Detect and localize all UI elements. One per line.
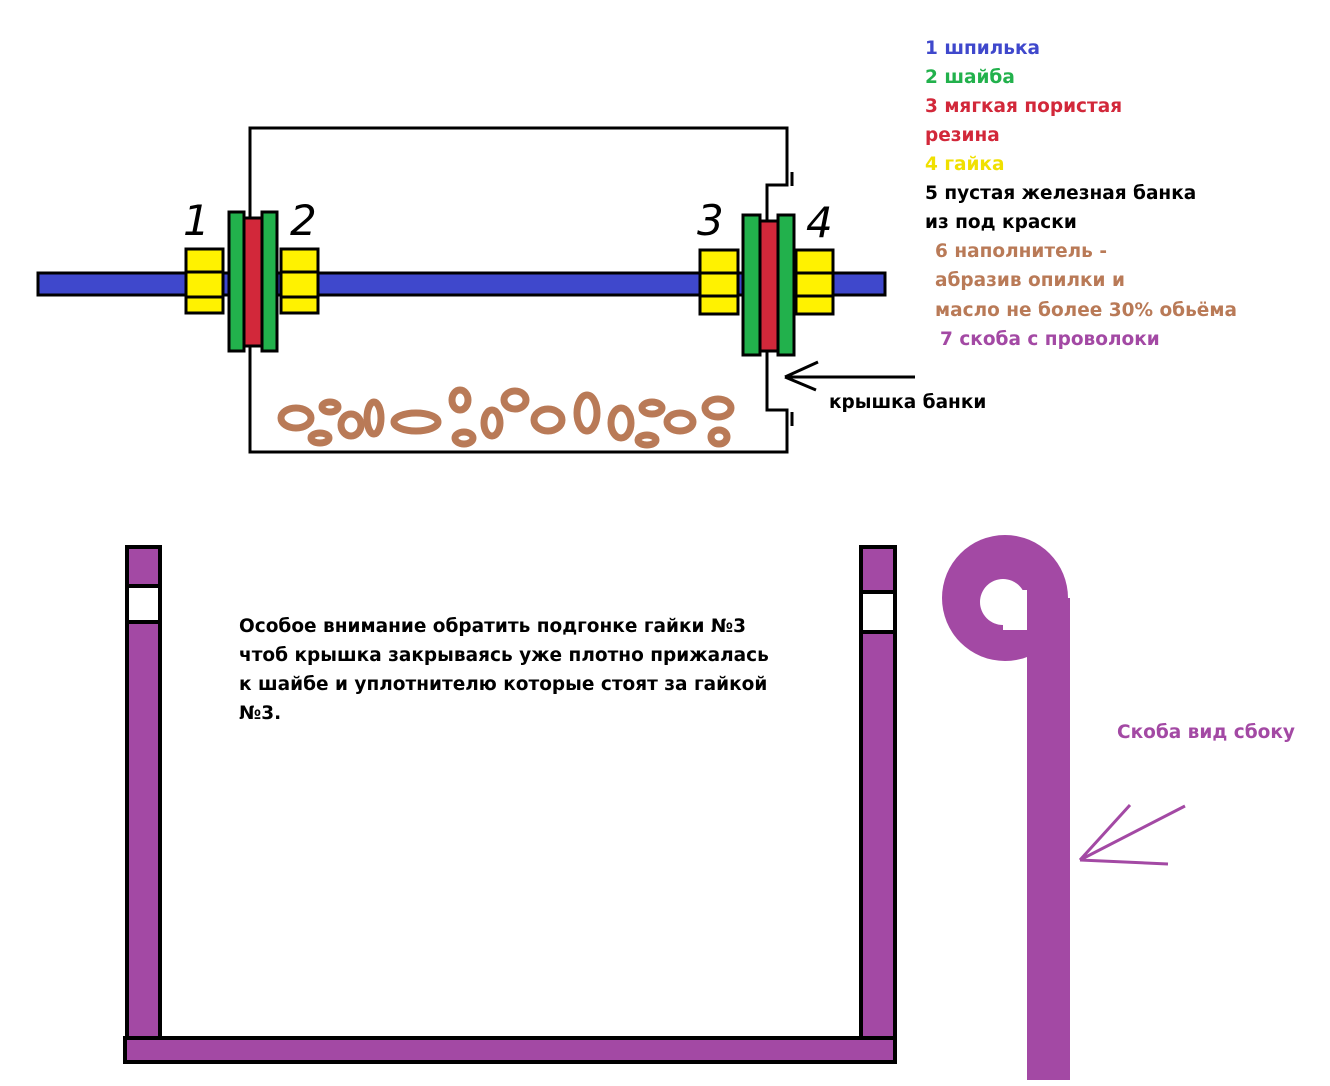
note-text: Особое внимание обратить подгонке гайки … (239, 612, 769, 728)
legend-item: из под краски (925, 212, 1077, 233)
nut-3 (698, 248, 740, 316)
washer (227, 210, 246, 353)
bracket-side-view (942, 535, 1070, 1080)
part-number-1: 1 (183, 196, 210, 245)
washer (776, 213, 796, 357)
legend-item: 1 шпилька (925, 38, 1040, 59)
legend-item: масло не более 30% обьёма (935, 300, 1237, 321)
legend-item: 3 мягкая пористая (925, 96, 1123, 117)
note-line: чтоб крышка закрываясь уже плотно прижал… (239, 645, 769, 666)
note-line: к шайбе и уплотнителю которые стоят за г… (239, 674, 768, 695)
left-assembly (184, 210, 320, 353)
part-number-2: 2 (290, 196, 317, 245)
wire-bracket (123, 545, 897, 1064)
washer (741, 213, 762, 357)
nut-4 (794, 248, 835, 316)
legend-item: 2 шайба (925, 67, 1015, 88)
paint-can (248, 126, 789, 454)
legend-item: 4 гайка (925, 154, 1005, 175)
legend-item: резина (925, 125, 1000, 146)
part-number-4: 4 (806, 198, 833, 247)
side-view-label: Скоба вид сбоку (1117, 722, 1295, 743)
part-number-3: 3 (697, 196, 724, 245)
note-line: Особое внимание обратить подгонке гайки … (239, 616, 747, 637)
filler-particles (277, 386, 735, 449)
lid-arrow (784, 360, 915, 392)
nut-1 (184, 247, 225, 315)
side-view-arrow (1078, 803, 1186, 866)
rubber-seal (242, 216, 264, 348)
nut-2 (279, 247, 320, 315)
right-assembly (698, 213, 835, 357)
legend-item: 6 наполнитель - (935, 241, 1108, 262)
legend-item: 5 пустая железная банка (925, 183, 1197, 204)
rubber-seal (758, 219, 780, 353)
legend-item: абразив опилки и (935, 270, 1125, 291)
lid-label: крышка банки (829, 392, 987, 413)
washer (260, 210, 279, 353)
legend-item: 7 скоба с проволоки (940, 329, 1160, 350)
note-line: №3. (239, 703, 282, 724)
